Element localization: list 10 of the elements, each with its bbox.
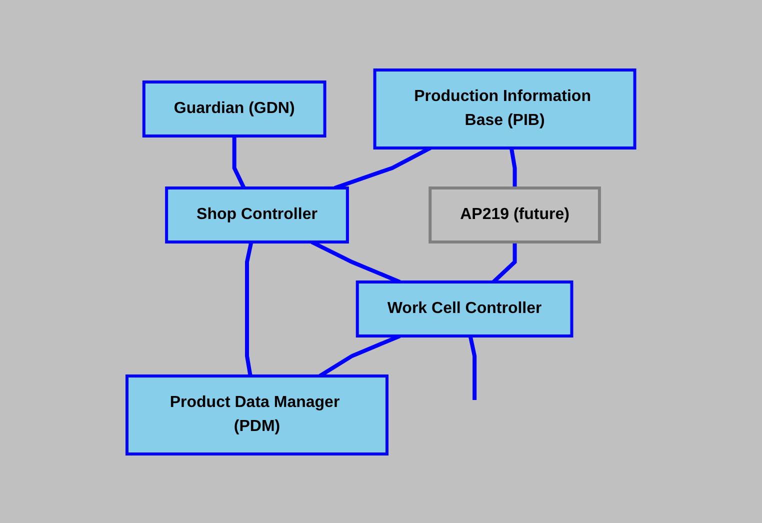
- node-box: Production Information Base (PIB): [373, 68, 636, 149]
- node-box: Product Data Manager (PDM): [126, 374, 389, 455]
- connector: [510, 147, 517, 188]
- node-box: Guardian (GDN): [142, 80, 326, 137]
- node-box: Shop Controller: [165, 186, 350, 243]
- connector: [232, 136, 246, 188]
- node-box: Work Cell Controller: [356, 280, 574, 337]
- node-box: AP219 (future): [428, 186, 602, 243]
- connector: [468, 335, 477, 400]
- connector: [245, 241, 254, 376]
